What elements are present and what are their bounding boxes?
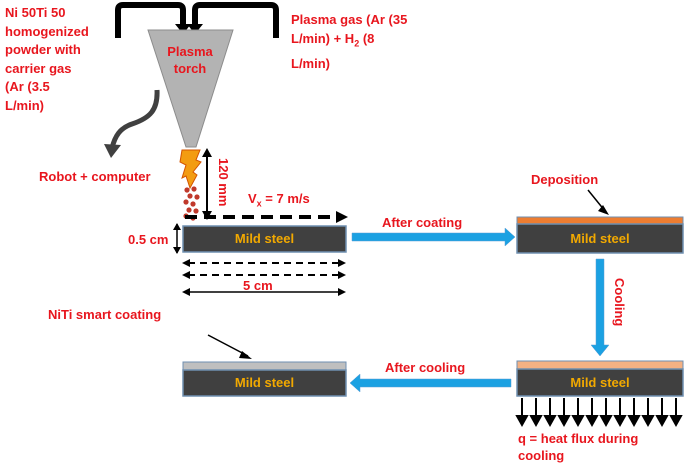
- length-label: 5 cm: [243, 278, 273, 293]
- deposit-layer: [516, 216, 684, 225]
- plasma-torch-label: Plasma torch: [155, 43, 225, 77]
- feedstock-line: L/min): [5, 97, 44, 113]
- robot-computer-label: Robot + computer: [39, 169, 151, 184]
- velocity-symbol: V: [248, 191, 257, 206]
- standoff-distance-label: 120 mm: [216, 158, 231, 207]
- robot-arrowhead: [104, 144, 121, 158]
- feed-arrowhead-right: [187, 24, 203, 34]
- plasma-gas-line-2-text: L/min) + H: [291, 31, 355, 46]
- plasma-torch-cone: [147, 29, 234, 148]
- velocity-label: Vx = 7 m/s: [248, 190, 310, 213]
- after-coating-arrow: [351, 227, 516, 247]
- heat-flux-line-1: q = heat flux during: [518, 431, 639, 446]
- thickness-label: 0.5 cm: [128, 232, 169, 247]
- niti-pointer: [207, 334, 249, 357]
- cooling-label: Cooling: [612, 278, 627, 327]
- substrate-label: Mild steel: [570, 375, 630, 390]
- plasma-gas-line-2: L/min) + H2 (8: [291, 29, 407, 54]
- substrate-label: Mild steel: [234, 375, 295, 390]
- feedstock-line: carrier gas: [5, 60, 72, 76]
- heat-flux-arrows: [515, 398, 683, 428]
- plasma-flame: [179, 149, 202, 190]
- feedstock-line: powder with: [5, 42, 81, 57]
- feedstock-line: (Ar (3.5: [5, 79, 50, 94]
- substrate-label: Mild steel: [234, 231, 295, 246]
- substrate-cooling: [516, 368, 684, 397]
- after-cooling-label: After cooling: [385, 360, 466, 375]
- cooled-coating-layer: [516, 360, 684, 370]
- substrate-label: Mild steel: [570, 231, 630, 246]
- plasma-gas-line-3: L/min): [291, 55, 330, 71]
- after-cooling-arrow: [349, 373, 512, 393]
- torch-line-1: Plasma: [167, 44, 213, 59]
- substrate-final: [182, 369, 347, 397]
- powder-particles: [183, 186, 200, 221]
- after-coating-label: After coating: [382, 215, 463, 230]
- feed-pipe-right: [192, 2, 279, 38]
- feed-arrowhead-left: [175, 24, 191, 34]
- deposition-label: Deposition: [531, 172, 599, 187]
- substrate-coated: [516, 223, 684, 254]
- feedstock-line: Ni 50Ti 50: [5, 5, 66, 20]
- niti-coating-layer: [182, 361, 347, 371]
- plasma-gas-line-1: Plasma gas (Ar (35: [291, 12, 408, 27]
- torch-line-2: torch: [173, 61, 207, 76]
- velocity-subscript: x: [256, 198, 262, 209]
- feedstock-line: homogenized: [5, 23, 89, 39]
- substrate-initial: [182, 225, 347, 253]
- feed-pipe-left: [115, 2, 186, 38]
- heat-flux-line-2: cooling: [518, 448, 565, 463]
- niti-coating-label: NiTi smart coating: [48, 307, 162, 322]
- heat-flux-label: q = heat flux during cooling: [518, 430, 638, 464]
- feedstock-label: Ni 50Ti 50 homogenized powder with carri…: [5, 4, 89, 115]
- plasma-gas-label: Plasma gas (Ar (35 L/min) + H2 (8 L/min): [291, 10, 407, 73]
- plasma-gas-line-2-tail: (8: [359, 31, 375, 46]
- velocity-value: = 7 m/s: [261, 191, 310, 206]
- cooling-arrow: [590, 258, 610, 357]
- hydrogen-subscript: 2: [354, 38, 360, 49]
- robot-curved-arrow: [109, 89, 160, 149]
